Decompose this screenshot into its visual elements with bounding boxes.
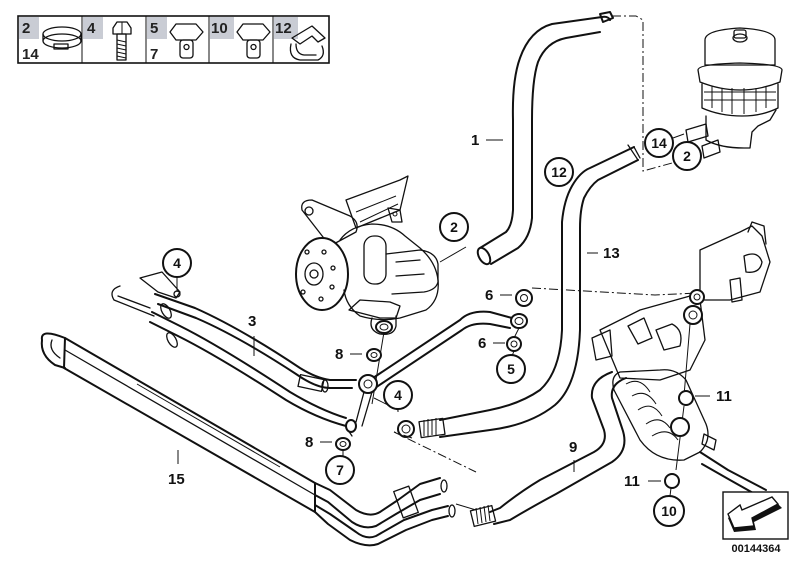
banjo-bolt-icon [169,23,204,59]
banjo-stack-5 [506,289,533,357]
leader-2-pump [439,246,467,263]
callout-circle-4-bolt: 4 [383,380,413,410]
legend-num-5: 5 [150,20,158,37]
callout-12: 12 [551,164,567,180]
banjo-bolt-10-seat [670,417,690,437]
hose-1 [476,11,614,266]
hose-clamp-icon [42,26,82,50]
hex-bolt-icon [112,21,132,61]
sealing-ring-11-lower [664,473,680,489]
hose-9-fitting [469,504,497,528]
legend-cell-clamp: 2 14 [19,17,82,63]
callout-circle-5: 5 [496,354,526,384]
line-3 [111,271,357,427]
legend-cell-banjo-bolt-10: 10 [210,17,271,59]
callout-circle-2-pump: 2 [439,212,469,242]
callout-11-upper: 11 [716,388,732,405]
callout-8-lower: 8 [305,434,313,451]
callout-9: 9 [569,439,577,456]
callout-circle-7: 7 [325,455,355,485]
callout-14: 14 [651,135,667,151]
callout-6-lower: 6 [478,335,486,352]
legend-num-2: 2 [22,20,30,37]
reservoir [685,27,783,159]
leader-14 [672,133,685,139]
hose-clip-icon [289,25,326,61]
view-direction-box [722,491,789,540]
power-steering-pump [295,175,439,335]
callout-2-reservoir: 2 [683,148,691,164]
callout-5: 5 [507,361,515,377]
connection-line-cooler [393,431,477,473]
callout-10: 10 [661,503,677,519]
callout-circle-12: 12 [544,157,574,187]
legend-num-12: 12 [275,20,292,37]
callout-4-bolt: 4 [394,387,402,403]
callout-8-upper: 8 [335,346,343,363]
callout-circle-4-bracket: 4 [162,248,192,278]
callout-3: 3 [248,313,256,330]
callout-2-pump: 2 [450,219,458,235]
legend-num-10: 10 [211,20,228,37]
callout-circle-2-reservoir: 2 [672,141,702,171]
callout-13: 13 [603,245,620,262]
legend-num-14: 14 [22,46,39,63]
callout-11-lower: 11 [624,473,640,490]
steering-gear [591,221,771,499]
banjo-stack-pump [335,331,399,456]
legend-cell-banjo-bolt-5-7: 5 7 [147,17,204,63]
banjo-bolt-long-icon [236,23,271,59]
hose-13 [397,144,641,439]
legend-cell-clip: 12 [274,17,326,61]
legend-num-7: 7 [150,46,158,63]
callout-4-bracket: 4 [173,255,181,271]
hose-13-fitting [397,417,446,439]
hose-9 [469,371,627,528]
view-arrow-icon [727,496,782,532]
parts-legend: 2 14 4 5 7 [17,15,330,64]
connection-line-gear [531,287,698,296]
callout-15: 15 [168,471,185,488]
connector-dash [455,503,477,511]
callout-1: 1 [471,132,479,149]
callout-6-upper: 6 [485,287,493,304]
callout-circle-10: 10 [653,495,685,527]
callout-circle-14: 14 [644,128,674,158]
leader-10 [669,487,672,497]
reference-code: 00144364 [732,543,782,555]
sealing-ring-11-upper [678,390,694,406]
legend-cell-bolt: 4 [83,17,132,61]
oil-cooler [40,332,456,547]
legend-num-4: 4 [87,20,96,37]
callout-7: 7 [336,462,344,478]
leader-gear-bolts [675,323,691,471]
